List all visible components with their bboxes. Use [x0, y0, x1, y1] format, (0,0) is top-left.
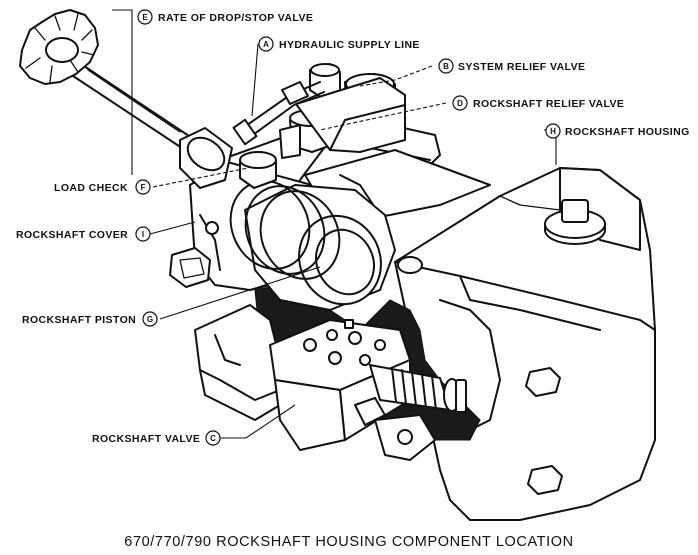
callout-badge-a [258, 36, 274, 52]
callout-label-h: ROCKSHAFT HOUSING [565, 126, 690, 138]
callout-letter-d: D [457, 99, 463, 108]
callout-h: H ROCKSHAFT HOUSING [545, 123, 690, 139]
callout-d: D ROCKSHAFT RELIEF VALVE [452, 95, 624, 111]
load-check-plug [239, 151, 277, 189]
callout-badge-g [142, 311, 158, 327]
mounting-plate [194, 304, 281, 401]
callout-letter-h: H [550, 127, 556, 136]
callout-e: E RATE OF DROP/STOP VALVE [137, 9, 313, 25]
rockshaft-housing [394, 167, 656, 521]
callout-letter-a: A [263, 40, 269, 49]
relief-valves [279, 63, 406, 159]
callout-letter-i: I [142, 230, 144, 239]
figure-caption: 670/770/790 ROCKSHAFT HOUSING COMPONENT … [124, 534, 573, 550]
callout-badge-d [452, 95, 468, 111]
callout-label-d: ROCKSHAFT RELIEF VALVE [473, 98, 624, 110]
callout-label-c: ROCKSHAFT VALVE [92, 433, 200, 445]
illustration [19, 9, 656, 521]
callout-label-a: HYDRAULIC SUPPLY LINE [279, 39, 420, 51]
callout-letter-e: E [142, 13, 148, 22]
callout-letter-f: F [141, 183, 146, 192]
leader-lines [112, 9, 557, 439]
callout-badge-i [135, 226, 151, 242]
callout-label-i: ROCKSHAFT COVER [16, 229, 128, 241]
callout-g: ROCKSHAFT PISTON G [22, 311, 158, 327]
callout-c: ROCKSHAFT VALVE C [92, 430, 221, 446]
callout-badge-f [135, 179, 151, 195]
callout-a: A HYDRAULIC SUPPLY LINE [258, 36, 420, 52]
callout-letter-c: C [210, 434, 216, 443]
rockshaft-valve-block [269, 319, 467, 461]
callout-label-f: LOAD CHECK [54, 182, 128, 194]
callout-b: B SYSTEM RELIEF VALVE [438, 58, 585, 74]
hydraulic-supply-line [232, 81, 325, 146]
callout-badge-e [137, 9, 153, 25]
rate-of-drop-valve [19, 9, 233, 189]
callout-label-e: RATE OF DROP/STOP VALVE [158, 12, 313, 24]
callout-badge-c [205, 430, 221, 446]
callout-letter-g: G [147, 315, 153, 324]
callout-badge-b [438, 58, 454, 74]
callout-label-b: SYSTEM RELIEF VALVE [458, 61, 585, 73]
callout-f: LOAD CHECK F [54, 179, 151, 195]
callout-label-g: ROCKSHAFT PISTON [22, 314, 136, 326]
callout-i: ROCKSHAFT COVER I [16, 226, 151, 242]
callout-badge-h [545, 123, 561, 139]
callout-letter-b: B [443, 62, 449, 71]
